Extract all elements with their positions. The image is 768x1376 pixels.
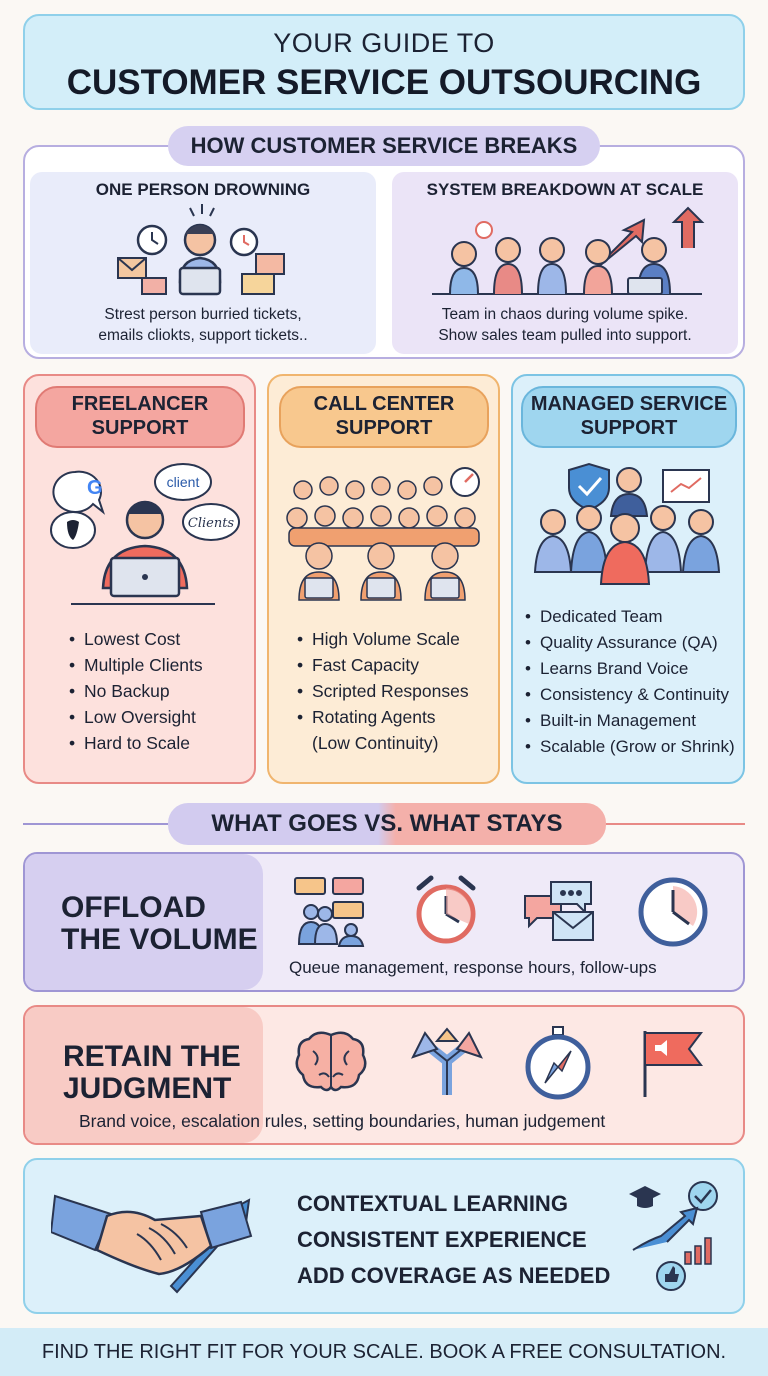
list-item: Consistency & Continuity (525, 682, 735, 708)
benefit-item: ADD COVERAGE AS NEEDED (297, 1263, 611, 1288)
alarm-clock-icon (416, 875, 476, 944)
retain-title-line-1: RETAIN THE (63, 1040, 241, 1073)
one-person-line-1: Strest person burried tickets, (104, 306, 302, 323)
retain-caption: Brand voice, escalation rules, setting b… (79, 1111, 606, 1131)
list-item: Fast Capacity (297, 652, 469, 678)
growth-badges-icon (629, 1181, 718, 1291)
list-item: Rotating Agents (297, 704, 469, 730)
retain-label-panel (25, 1007, 263, 1143)
clock-icon (638, 877, 708, 947)
freelancer-card: FREELANCER SUPPORT G client Clients Lowe… (23, 374, 256, 784)
retain-title: RETAIN THE JUDGMENT (63, 1041, 241, 1105)
call-center-illustration (286, 467, 480, 601)
offload-caption: Queue management, response hours, follow… (289, 958, 657, 977)
benefit-item: CONSISTENT EXPERIENCE (297, 1227, 587, 1252)
compass-icon (525, 1026, 591, 1100)
call-center-list: High Volume Scale Fast Capacity Scripted… (297, 626, 469, 756)
managed-service-title: MANAGED SERVICE SUPPORT (521, 386, 737, 448)
list-item: Low Oversight (69, 704, 203, 730)
benefit-item: CONTEXTUAL LEARNING (297, 1191, 568, 1216)
breaks-header: HOW CUSTOMER SERVICE BREAKS (168, 126, 600, 166)
call-center-title: CALL CENTER SUPPORT (279, 386, 489, 448)
system-breakdown-line-2: Show sales team pulled into support. (438, 327, 692, 344)
brain-icon (295, 1031, 367, 1092)
system-breakdown-line-1: Team in chaos during volume spike. (441, 306, 689, 323)
freelancer-title-line-2: SUPPORT (91, 417, 189, 439)
system-breakdown-panel: SYSTEM BREAKDOWN AT SCALE Team in chaos … (392, 172, 738, 354)
footer-cta[interactable]: FIND THE RIGHT FIT FOR YOUR SCALE. BOOK … (0, 1328, 768, 1376)
one-person-line-2: emails cliokts, support tickets.. (98, 327, 308, 344)
page-title: CUSTOMER SERVICE OUTSOURCING (66, 63, 702, 102)
offload-title: OFFLOAD THE VOLUME (61, 892, 258, 956)
clients-bubble-text: Clients (188, 516, 235, 531)
handshake-growth-illustration (51, 1194, 253, 1294)
call-center-title-line-1: CALL CENTER (313, 393, 455, 415)
overwhelmed-person-illustration (117, 204, 285, 296)
freelancer-illustration: G client Clients (50, 463, 240, 605)
split-arrows-icon (411, 1027, 483, 1095)
list-item: Built-in Management (525, 708, 735, 734)
flag-icon (643, 1031, 703, 1097)
list-item: Hard to Scale (69, 730, 203, 756)
section-divider-right (596, 823, 745, 825)
list-item: Learns Brand Voice (525, 656, 735, 682)
benefits-section: CONTEXTUAL LEARNING CONSISTENT EXPERIENC… (23, 1158, 745, 1314)
list-item: Scalable (Grow or Shrink) (525, 734, 735, 760)
one-person-panel: ONE PERSON DROWNING Strest person burrie… (30, 172, 376, 354)
one-person-title: ONE PERSON DROWNING (95, 180, 311, 199)
call-center-title-line-2: SUPPORT (335, 417, 433, 439)
list-item: No Backup (69, 678, 203, 704)
list-item: Lowest Cost (69, 626, 203, 652)
list-item: Scripted Responses (297, 678, 469, 704)
queue-icon (294, 877, 365, 947)
managed-title-line-2: SUPPORT (580, 417, 678, 439)
svg-text:G: G (87, 477, 103, 499)
managed-service-card: MANAGED SERVICE SUPPORT Dedicated Team Q… (511, 374, 745, 784)
managed-team-illustration (533, 462, 721, 585)
section-divider-left (23, 823, 173, 825)
goes-stays-header: WHAT GOES VS. WHAT STAYS (168, 803, 606, 845)
offload-row: OFFLOAD THE VOLUME Queue management, res… (23, 852, 745, 992)
chat-email-icon (524, 881, 594, 941)
title-banner: YOUR GUIDE TO CUSTOMER SERVICE OUTSOURCI… (23, 14, 745, 110)
retain-row: RETAIN THE JUDGMENT Brand voice, escalat… (23, 1005, 745, 1145)
offload-title-line-2: THE VOLUME (61, 923, 258, 956)
title-line-1: YOUR GUIDE TO (273, 28, 495, 58)
offload-title-line-1: OFFLOAD (61, 891, 206, 924)
call-center-card: CALL CENTER SUPPORT High Volume Scal (267, 374, 500, 784)
freelancer-title: FREELANCER SUPPORT (35, 386, 245, 448)
benefits-list: CONTEXTUAL LEARNING CONSISTENT EXPERIENC… (297, 1186, 610, 1294)
freelancer-list: Lowest Cost Multiple Clients No Backup L… (69, 626, 203, 756)
managed-service-list: Dedicated Team Quality Assurance (QA) Le… (525, 604, 735, 760)
list-item: High Volume Scale (297, 626, 469, 652)
list-item: Dedicated Team (525, 604, 735, 630)
client-bubble-text: client (167, 474, 200, 490)
team-chaos-illustration (432, 206, 705, 295)
managed-title-line-1: MANAGED SERVICE (530, 393, 728, 415)
list-item: Quality Assurance (QA) (525, 630, 735, 656)
offload-label-panel (25, 854, 263, 990)
list-item: Multiple Clients (69, 652, 203, 678)
retain-title-line-2: JUDGMENT (63, 1072, 232, 1105)
freelancer-title-line-1: FREELANCER (71, 393, 209, 415)
system-breakdown-title: SYSTEM BREAKDOWN AT SCALE (426, 180, 704, 199)
list-item: (Low Continuity) (312, 733, 439, 753)
